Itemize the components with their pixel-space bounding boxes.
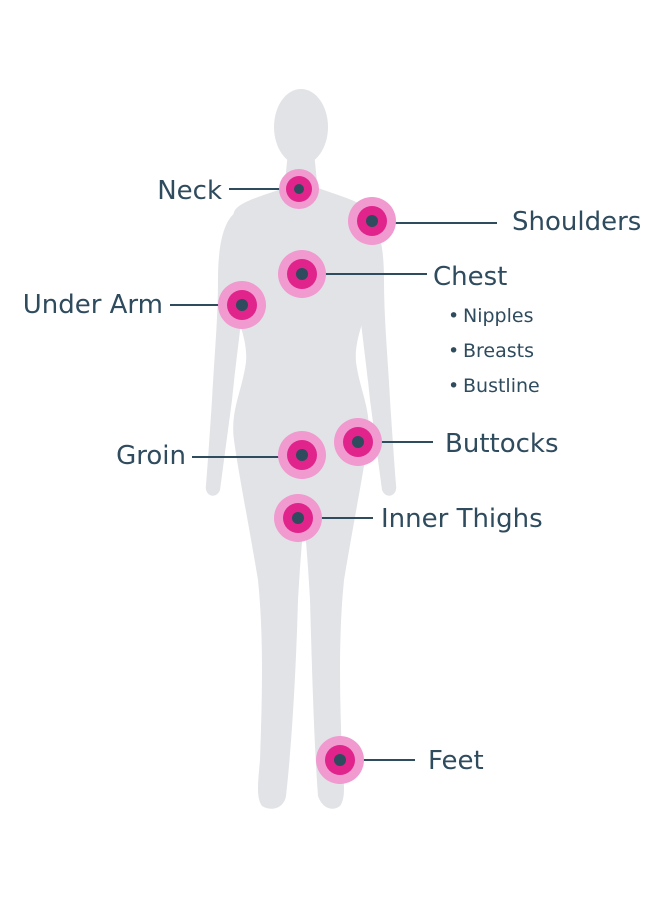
neck-marker bbox=[279, 169, 319, 209]
inner-thighs-label: Inner Thighs bbox=[381, 504, 543, 534]
inner-thighs-marker bbox=[274, 494, 322, 542]
chest-sub-list: • Nipples • Breasts • Bustline bbox=[448, 305, 540, 397]
neck-label: Neck bbox=[157, 176, 222, 206]
chest-sub-bullet: • bbox=[448, 375, 459, 397]
labels: Neck Shoulders Chest Under Arm Groin But… bbox=[23, 176, 642, 776]
groin-marker bbox=[278, 431, 326, 479]
markers bbox=[218, 169, 396, 784]
shoulders-marker bbox=[348, 197, 396, 245]
buttocks-label: Buttocks bbox=[445, 429, 559, 459]
feet-label: Feet bbox=[428, 746, 484, 776]
chest-sub-item-bustline: Bustline bbox=[463, 375, 540, 397]
chest-sub-item-breasts: Breasts bbox=[463, 340, 534, 362]
chest-marker bbox=[278, 250, 326, 298]
under-arm-marker bbox=[218, 281, 266, 329]
feet-marker bbox=[316, 736, 364, 784]
groin-label: Groin bbox=[116, 441, 186, 471]
chest-sub-item-nipples: Nipples bbox=[463, 305, 533, 327]
buttocks-marker bbox=[334, 418, 382, 466]
chest-label: Chest bbox=[433, 262, 507, 292]
shoulders-label: Shoulders bbox=[512, 207, 641, 237]
leader-lines bbox=[170, 188, 497, 761]
chest-sub-bullet: • bbox=[448, 340, 459, 362]
chest-sub-bullet: • bbox=[448, 305, 459, 327]
under-arm-label: Under Arm bbox=[23, 290, 163, 320]
